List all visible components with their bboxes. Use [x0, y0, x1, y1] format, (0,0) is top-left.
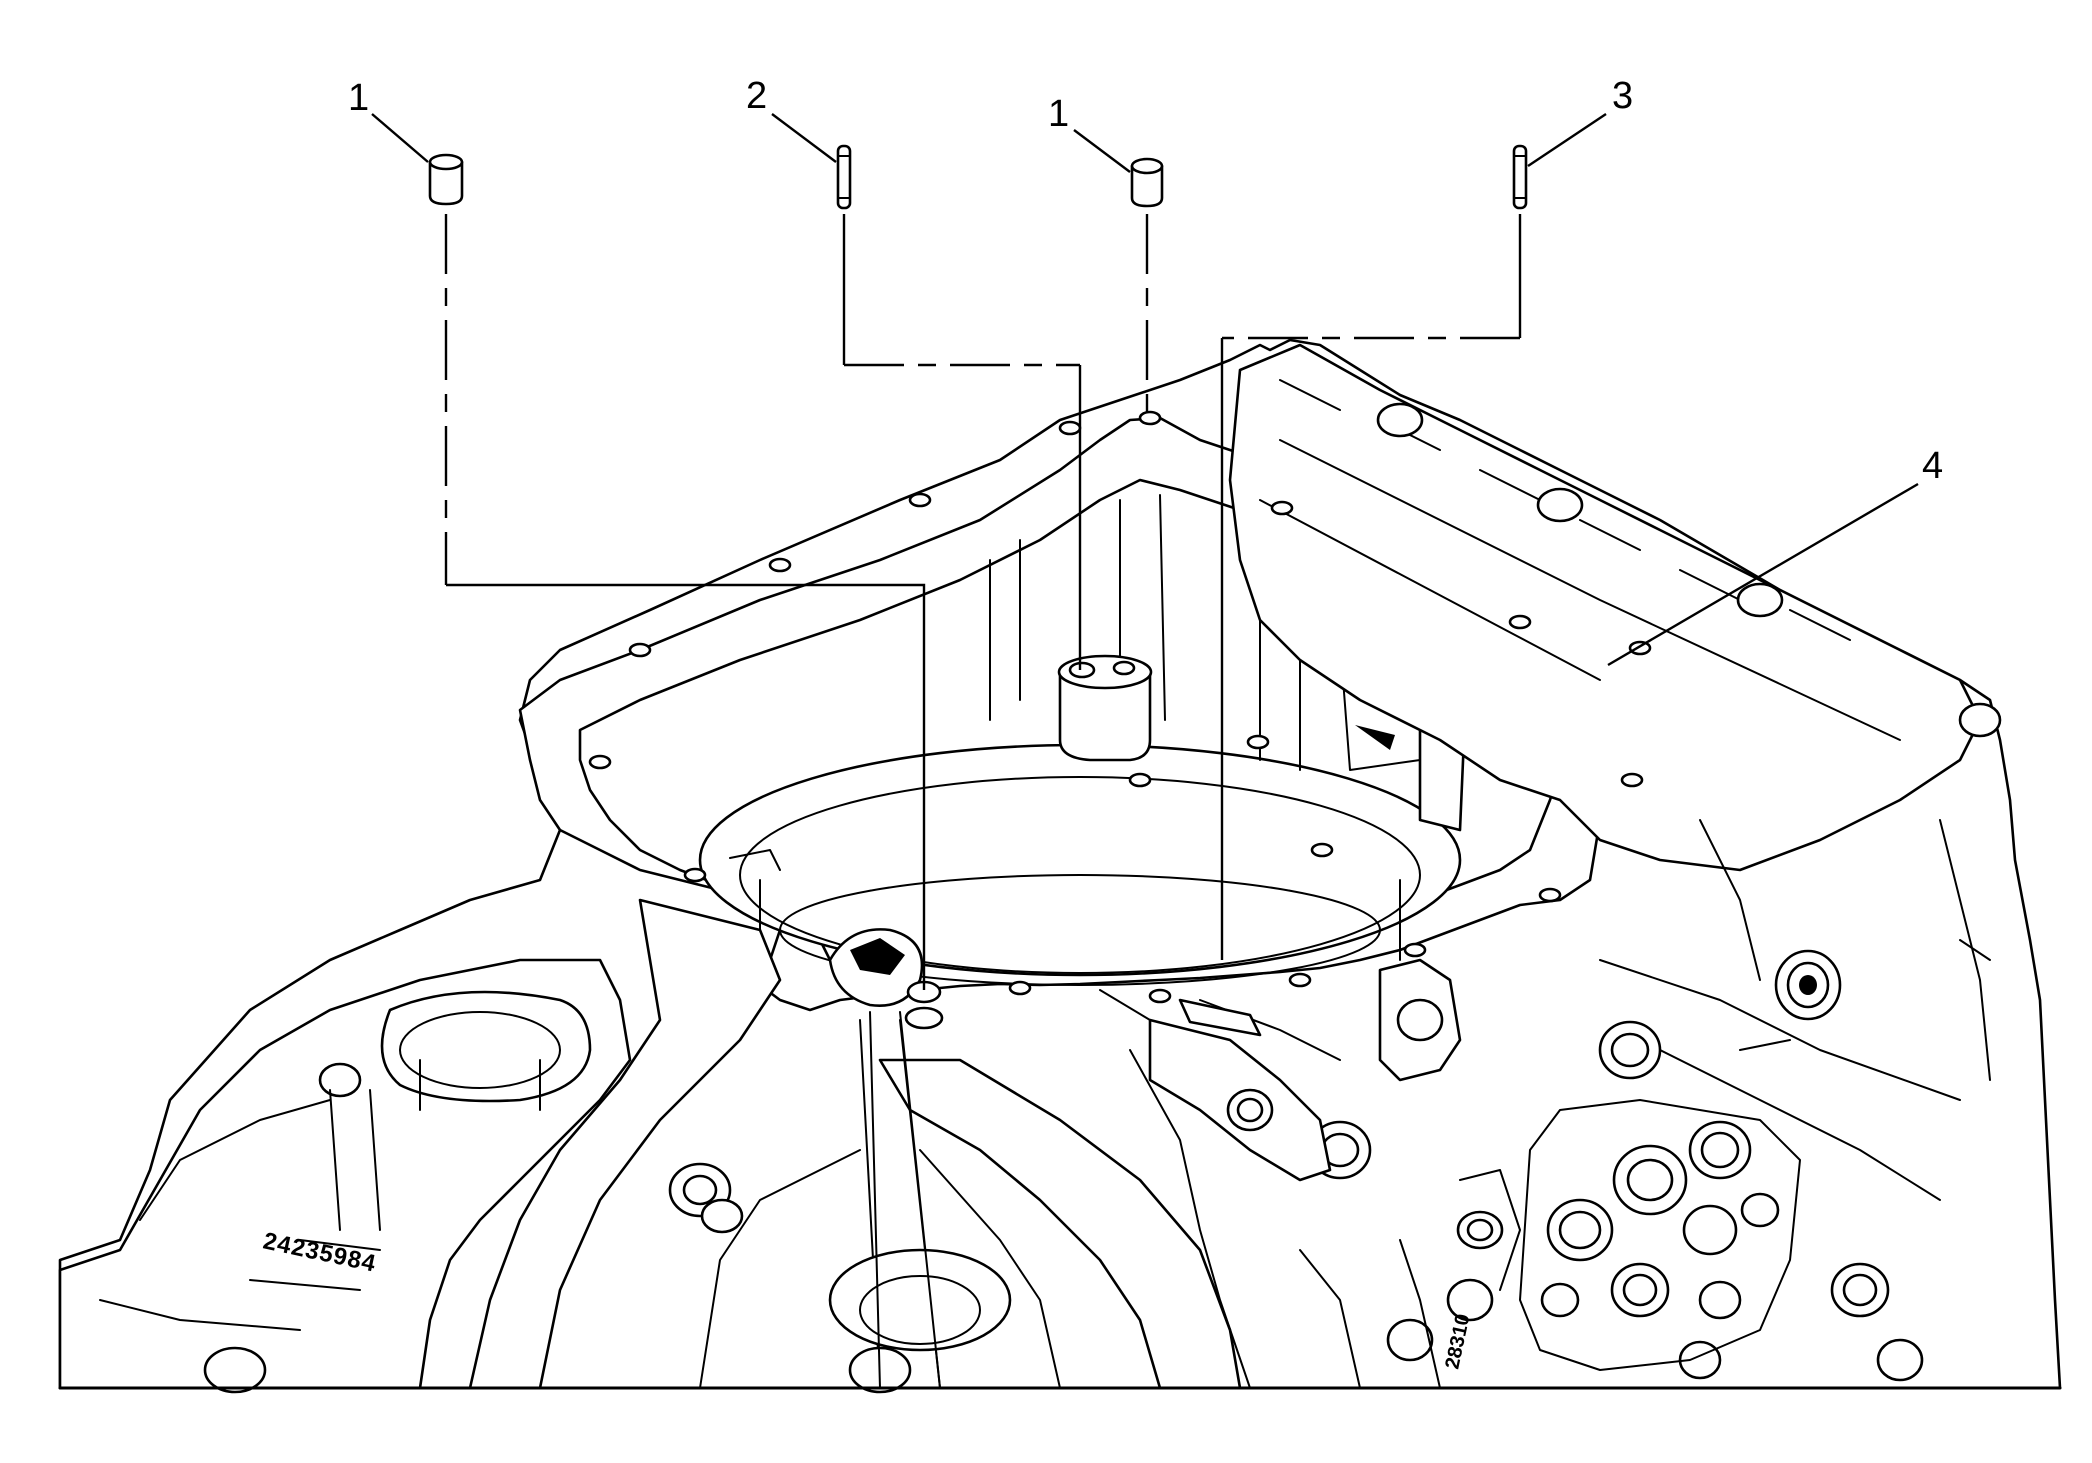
dowel-pin-middle [1130, 157, 1164, 208]
callouts: 1 2 1 3 4 [348, 75, 1943, 667]
callout-2: 2 [746, 75, 837, 163]
transmission-housing: 24235984 28310 [58, 338, 2062, 1394]
svg-text:1: 1 [1048, 93, 1069, 135]
roll-pin-2 [836, 144, 852, 210]
installation-lines [444, 214, 1522, 1389]
svg-text:1: 1 [348, 77, 369, 119]
callout-4: 4 [1607, 445, 1943, 667]
callout-3: 3 [1527, 75, 1633, 167]
callout-1-left: 1 [348, 77, 429, 163]
svg-text:4: 4 [1922, 445, 1943, 487]
svg-text:2: 2 [746, 75, 767, 117]
flange-bolt-holes [588, 410, 1652, 1004]
callout-1-middle: 1 [1048, 93, 1131, 173]
svg-text:3: 3 [1612, 75, 1633, 117]
dowel-pin-left [428, 153, 464, 206]
roll-pin-3 [1512, 144, 1528, 210]
